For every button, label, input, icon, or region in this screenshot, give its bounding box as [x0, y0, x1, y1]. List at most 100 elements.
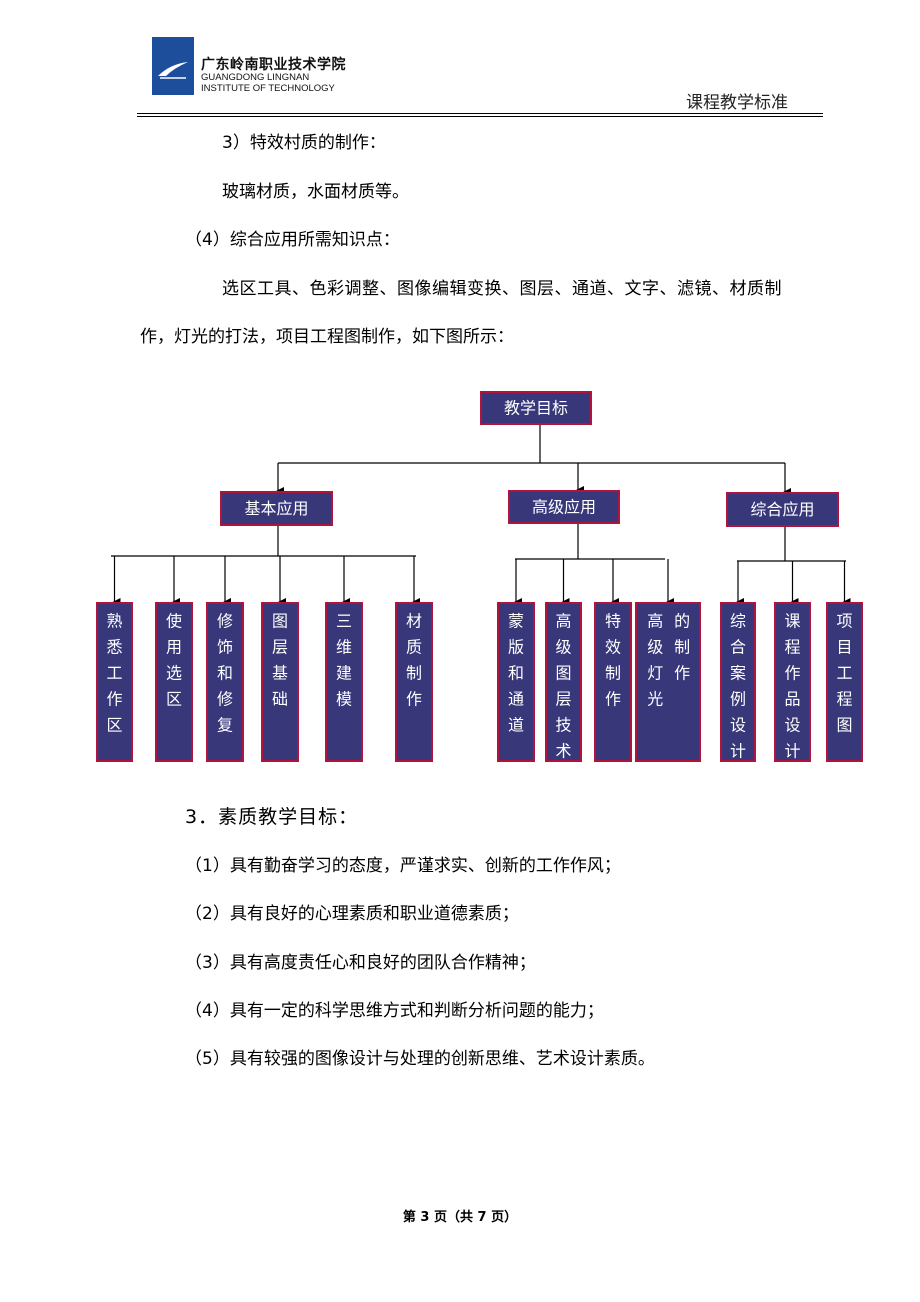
- leaf-node: [395, 602, 433, 762]
- leaf-node-label: 项目工程图: [836, 612, 852, 735]
- leaf-node-char: 蒙: [508, 612, 524, 631]
- leaf-node: [155, 602, 193, 762]
- paragraph-glass-water: 玻璃材质，水面材质等。: [222, 182, 409, 202]
- paragraph-comprehensive-heading: （4）综合应用所需知识点：: [185, 230, 400, 250]
- leaf-node-char: 质: [406, 638, 422, 657]
- leaf-node-char: 图: [836, 716, 852, 735]
- leaf-node-char: 层: [555, 690, 571, 709]
- college-logo-mark: [158, 62, 188, 79]
- leaf-node: [325, 602, 363, 762]
- leaf-node-char: 道: [508, 716, 524, 735]
- leaf-node-char: 三: [336, 612, 352, 631]
- leaf-node-char: 综: [730, 612, 746, 631]
- group-node: [726, 492, 839, 527]
- root-node-label: 教学目标: [504, 399, 568, 418]
- page-number: 第 3 页（共 7 页）: [402, 1210, 518, 1225]
- quality-goal-item: （4）具有一定的科学思维方式和判断分析问题的能力；: [185, 1001, 604, 1021]
- institution-name-cn: 广东岭南职业技术学院: [201, 57, 346, 73]
- leaf-node: [774, 602, 811, 762]
- leaf-node-char: 制: [605, 664, 621, 683]
- leaf-node-char: 计: [784, 742, 800, 761]
- leaf-node-char: 合: [730, 638, 746, 657]
- quality-goal-item: （3）具有高度责任心和良好的团队合作精神；: [185, 953, 536, 973]
- quality-goal-item: （2）具有良好的心理素质和职业道德素质；: [185, 904, 519, 924]
- leaf-node-label: 的制作: [674, 612, 690, 683]
- leaf-node-char: 案: [730, 664, 746, 683]
- leaf-node-char: 图: [272, 612, 288, 631]
- leaf-node-char: 复: [217, 716, 233, 735]
- leaf-node-char: 技: [555, 716, 571, 735]
- leaf-node-char: 例: [730, 690, 746, 709]
- leaf-node-char: 程: [836, 690, 852, 709]
- document-title: 课程教学标准: [686, 93, 788, 113]
- header-rule-thin: [137, 116, 823, 117]
- leaf-node: [497, 602, 535, 762]
- leaf-node-char: 图: [555, 664, 571, 683]
- group-node-label: 高级应用: [532, 498, 596, 517]
- leaf-node-char: 课: [784, 612, 800, 631]
- paragraph-knowledge-line1: 选区工具、色彩调整、图像编辑变换、图层、通道、文字、滤镜、材质制: [222, 279, 782, 299]
- leaf-node-char: 工: [836, 664, 852, 683]
- leaf-node-char: 级: [555, 638, 571, 657]
- group-node: [220, 491, 333, 526]
- leaf-node-char: 材: [406, 612, 422, 631]
- leaf-node-char: 和: [508, 664, 524, 683]
- leaf-node-char: 作: [605, 690, 621, 709]
- leaf-node: [826, 602, 863, 762]
- leaf-node-char: 维: [336, 638, 352, 657]
- leaf-node-char: 项: [836, 612, 852, 631]
- leaf-node-char: 基: [272, 664, 288, 683]
- leaf-node-char: 作: [406, 690, 422, 709]
- quality-goal-item: （5）具有较强的图像设计与处理的创新思维、艺术设计素质。: [185, 1049, 655, 1069]
- group-node: [508, 490, 620, 524]
- leaf-node-char: 术: [555, 742, 571, 761]
- leaf-node-char: 级: [647, 638, 663, 657]
- paragraph-knowledge-line2: 作，灯光的打法，项目工程图制作，如下图所示：: [140, 327, 514, 347]
- leaf-node: [206, 602, 244, 762]
- quality-goal-item: （1）具有勤奋学习的态度，严谨求实、创新的工作作风；: [185, 856, 621, 876]
- leaf-node-char: 通: [508, 690, 524, 709]
- leaf-node-char: 光: [647, 690, 663, 709]
- leaf-node-char: 饰: [217, 638, 233, 657]
- leaf-node-char: 设: [784, 716, 800, 735]
- institution-name-en-line2: INSTITUTE OF TECHNOLOGY: [201, 83, 335, 94]
- leaf-node: [545, 602, 582, 762]
- root-node: [480, 391, 592, 425]
- leaf-node-char: 设: [730, 716, 746, 735]
- leaf-node-char: 作: [784, 664, 800, 683]
- paragraph-special-materials: 3）特效村质的制作：: [222, 133, 386, 153]
- leaf-node: [96, 602, 133, 762]
- leaf-node-char: 作: [674, 664, 690, 683]
- leaf-node-char: 计: [730, 742, 746, 761]
- leaf-node: [720, 602, 756, 762]
- leaf-node-char: 选: [166, 664, 182, 683]
- leaf-node-char: 灯: [647, 664, 663, 683]
- leaf-node-char: 层: [272, 638, 288, 657]
- leaf-node-char: 模: [336, 690, 352, 709]
- leaf-node: [635, 602, 701, 762]
- leaf-node-char: 熟: [106, 612, 122, 631]
- leaf-node-char: 建: [336, 664, 352, 683]
- leaf-node-char: 品: [784, 690, 800, 709]
- leaf-node-char: 效: [605, 638, 621, 657]
- section-3-heading: 3．素质教学目标：: [185, 806, 359, 828]
- leaf-node-char: 和: [217, 664, 233, 683]
- leaf-node-char: 区: [106, 716, 122, 735]
- leaf-node-char: 用: [166, 638, 182, 657]
- leaf-node-char: 特: [605, 612, 621, 631]
- header-rule: [137, 113, 823, 114]
- leaf-node-char: 高: [555, 612, 571, 631]
- leaf-node-char: 修: [217, 690, 233, 709]
- leaf-node: [261, 602, 299, 762]
- leaf-node-char: 的: [674, 612, 690, 631]
- leaf-node-char: 使: [166, 612, 182, 631]
